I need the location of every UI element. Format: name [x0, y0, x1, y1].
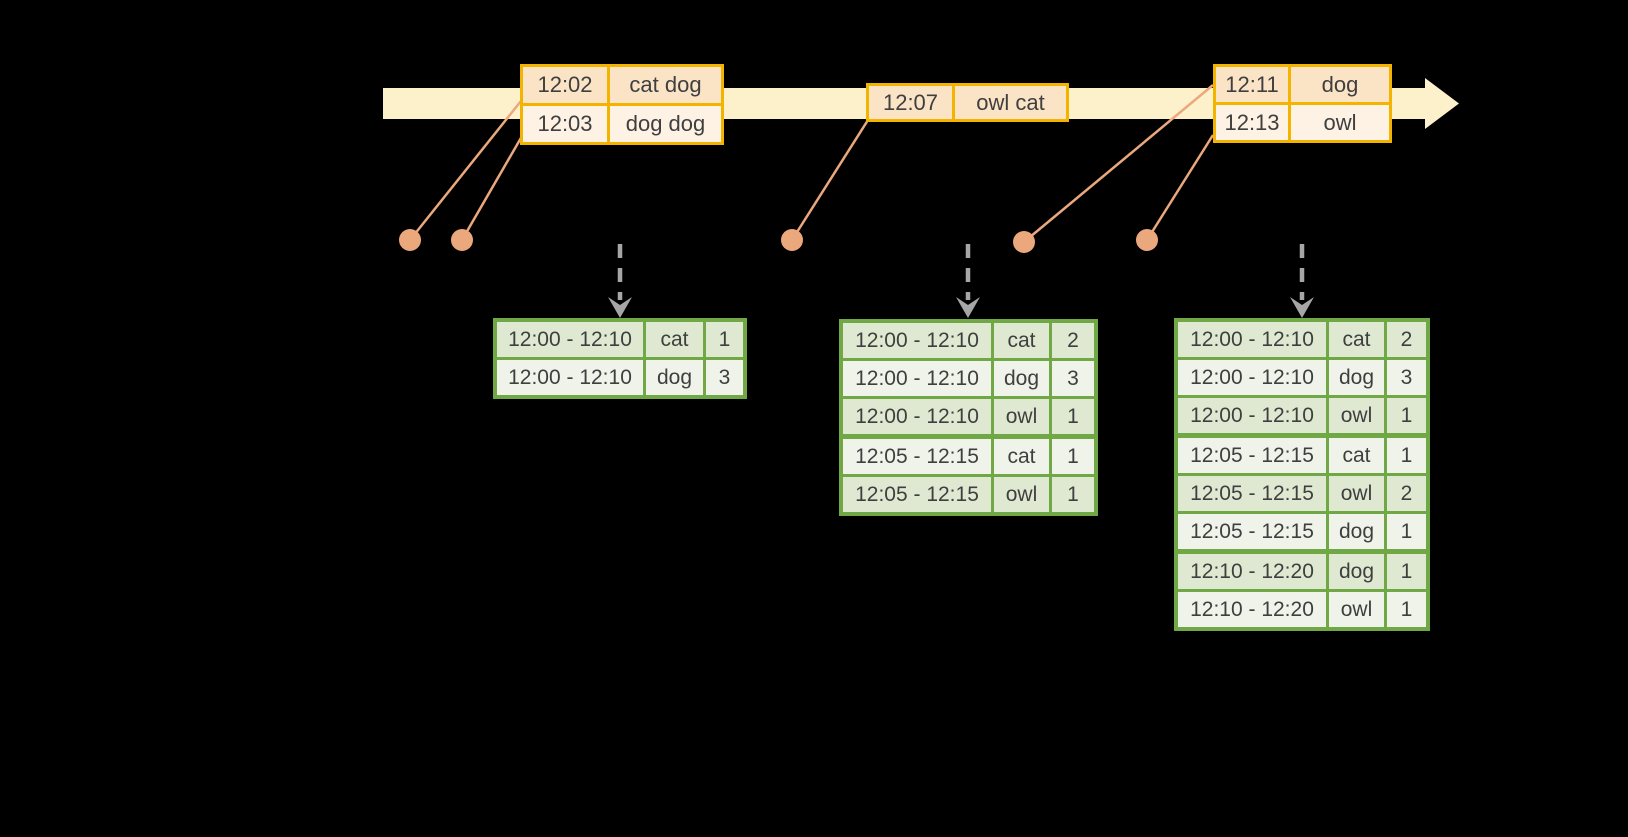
event-words-cell: owl: [1291, 105, 1389, 140]
event-marker-dot: [399, 229, 421, 251]
word-cell: cat: [994, 323, 1049, 358]
connector-line: [1145, 134, 1215, 241]
count-cell: 1: [1052, 439, 1094, 474]
window-cell: 12:00 - 12:10: [843, 399, 991, 434]
count-cell: 1: [1387, 592, 1426, 627]
connector-line: [1023, 84, 1214, 243]
word-cell: cat: [994, 439, 1049, 474]
word-cell: dog: [1329, 360, 1384, 395]
window-cell: 12:05 - 12:15: [843, 477, 991, 512]
timeline-arrowhead-icon: [1425, 78, 1459, 129]
count-cell: 3: [1387, 360, 1426, 395]
connector-line: [790, 119, 870, 241]
window-cell: 12:05 - 12:15: [843, 439, 991, 474]
result-row: 12:00 - 12:10 dog 3: [1178, 360, 1426, 395]
result-row: 12:10 - 12:20 dog 1: [1178, 554, 1426, 589]
window-cell: 12:00 - 12:10: [497, 322, 643, 357]
count-cell: 1: [1387, 438, 1426, 473]
result-table-3: 12:00 - 12:10 cat 2 12:00 - 12:10 dog 3 …: [1174, 318, 1430, 631]
word-cell: owl: [994, 477, 1049, 512]
count-cell: 2: [1387, 476, 1426, 511]
window-cell: 12:05 - 12:15: [1178, 438, 1326, 473]
event-time-cell: 12:07: [869, 86, 952, 119]
count-cell: 1: [1052, 399, 1094, 434]
word-cell: owl: [1329, 398, 1384, 433]
word-cell: cat: [1329, 438, 1384, 473]
window-cell: 12:00 - 12:10: [1178, 398, 1326, 433]
count-cell: 2: [1052, 323, 1094, 358]
count-cell: 1: [1052, 477, 1094, 512]
event-words-cell: dog: [1291, 67, 1389, 102]
event-table-1: 12:02 cat dog 12:03 dog dog: [520, 64, 724, 145]
count-cell: 1: [1387, 514, 1426, 549]
event-marker-dot: [451, 229, 473, 251]
event-words-cell: dog dog: [610, 106, 721, 142]
event-table-3: 12:11 dog 12:13 owl: [1213, 64, 1392, 143]
word-cell: dog: [646, 360, 703, 395]
result-row: 12:00 - 12:10 cat 2: [1178, 322, 1426, 357]
trigger-arrowhead-icon: [956, 297, 980, 318]
window-cell: 12:00 - 12:10: [1178, 322, 1326, 357]
count-cell: 1: [706, 322, 743, 357]
count-cell: 3: [1052, 361, 1094, 396]
event-time-cell: 12:13: [1216, 105, 1288, 140]
count-cell: 2: [1387, 322, 1426, 357]
event-time-cell: 12:03: [523, 106, 607, 142]
word-cell: owl: [1329, 476, 1384, 511]
window-cell: 12:00 - 12:10: [1178, 360, 1326, 395]
count-cell: 1: [1387, 554, 1426, 589]
connector-line: [409, 100, 522, 241]
result-row: 12:05 - 12:15 owl 1: [843, 477, 1094, 512]
word-cell: cat: [646, 322, 703, 357]
window-cell: 12:10 - 12:20: [1178, 592, 1326, 627]
event-marker-dot: [1013, 231, 1035, 253]
event-table-2: 12:07 owl cat: [866, 83, 1069, 122]
event-time-cell: 12:11: [1216, 67, 1288, 102]
trigger-arrowhead-icon: [608, 297, 632, 318]
result-row: 12:00 - 12:10 owl 1: [843, 399, 1094, 434]
count-cell: 1: [1387, 398, 1426, 433]
word-cell: owl: [1329, 592, 1384, 627]
connector-line: [460, 130, 527, 241]
result-row: 12:10 - 12:20 owl 1: [1178, 592, 1426, 627]
trigger-arrowhead-icon: [1290, 297, 1314, 318]
result-row: 12:05 - 12:15 cat 1: [843, 439, 1094, 474]
word-cell: dog: [1329, 554, 1384, 589]
result-row: 12:05 - 12:15 owl 2: [1178, 476, 1426, 511]
event-marker-dot: [781, 229, 803, 251]
result-row: 12:00 - 12:10 owl 1: [1178, 398, 1426, 433]
window-cell: 12:00 - 12:10: [843, 361, 991, 396]
event-words-cell: owl cat: [955, 86, 1066, 119]
result-row: 12:00 - 12:10 cat 2: [843, 323, 1094, 358]
window-cell: 12:05 - 12:15: [1178, 476, 1326, 511]
word-cell: owl: [994, 399, 1049, 434]
result-table-2: 12:00 - 12:10 cat 2 12:00 - 12:10 dog 3 …: [839, 319, 1098, 516]
result-row: 12:05 - 12:15 dog 1: [1178, 514, 1426, 549]
word-cell: dog: [994, 361, 1049, 396]
result-row: 12:00 - 12:10 dog 3: [497, 360, 743, 395]
window-cell: 12:10 - 12:20: [1178, 554, 1326, 589]
event-words-cell: cat dog: [610, 67, 721, 103]
event-time-cell: 12:02: [523, 67, 607, 103]
window-cell: 12:00 - 12:10: [497, 360, 643, 395]
word-cell: dog: [1329, 514, 1384, 549]
result-row: 12:00 - 12:10 dog 3: [843, 361, 1094, 396]
count-cell: 3: [706, 360, 743, 395]
window-cell: 12:00 - 12:10: [843, 323, 991, 358]
result-row: 12:00 - 12:10 cat 1: [497, 322, 743, 357]
result-table-1: 12:00 - 12:10 cat 1 12:00 - 12:10 dog 3: [493, 318, 747, 399]
result-row: 12:05 - 12:15 cat 1: [1178, 438, 1426, 473]
window-cell: 12:05 - 12:15: [1178, 514, 1326, 549]
word-cell: cat: [1329, 322, 1384, 357]
event-marker-dot: [1136, 229, 1158, 251]
